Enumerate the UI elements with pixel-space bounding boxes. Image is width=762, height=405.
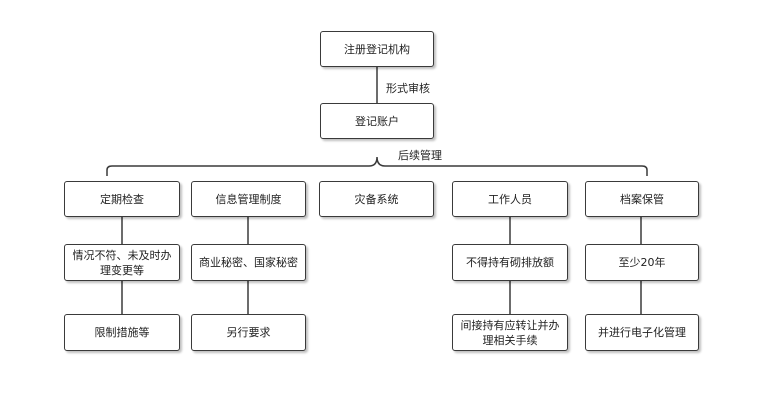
node-archive: 档案保管 (585, 181, 699, 217)
node-backup: 灾备系统 (319, 181, 434, 217)
node-no-hold: 不得持有砌排放额 (452, 244, 568, 281)
node-registry: 注册登记机构 (320, 31, 434, 67)
edge-label-follow-up: 后续管理 (398, 149, 442, 162)
node-digitize: 并进行电子化管理 (585, 314, 699, 351)
node-at-least: 至少20年 (585, 244, 699, 281)
node-info-mgmt: 信息管理制度 (191, 181, 306, 217)
node-mismatch: 情况不符、未及时办理变更等 (64, 244, 180, 281)
node-secrets: 商业秘密、国家秘密 (191, 244, 306, 281)
edge-label-review: 形式审核 (386, 82, 430, 95)
brace (106, 156, 648, 176)
node-indirect: 间接持有应转让并办理相关手续 (452, 314, 568, 351)
node-inspection: 定期检查 (64, 181, 180, 217)
node-account: 登记账户 (320, 103, 434, 139)
node-other-req: 另行要求 (191, 314, 306, 351)
node-staff: 工作人员 (452, 181, 568, 217)
node-restrict: 限制措施等 (64, 314, 180, 351)
